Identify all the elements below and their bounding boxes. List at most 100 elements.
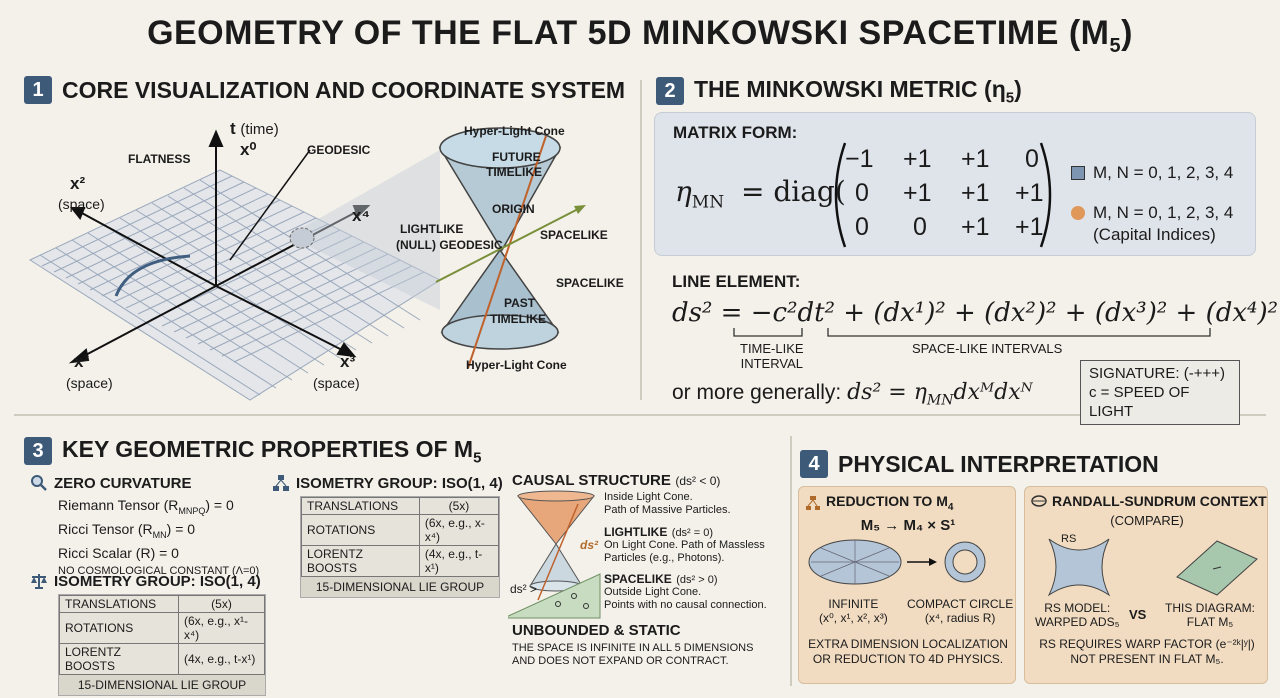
rs-compare: (COMPARE) — [1110, 513, 1184, 528]
matrix-cell: +1 — [961, 213, 990, 241]
tag-icon — [1031, 495, 1047, 507]
table-row: TRANSLATIONS(5x) — [301, 497, 500, 515]
section-number: 3 — [24, 437, 52, 466]
square-icon — [1071, 166, 1085, 180]
infinite-label: INFINITE(x⁰, x¹, x², x³) — [819, 597, 888, 625]
space-bottom-right-label: (space) — [313, 375, 360, 391]
section-number: 2 — [656, 77, 684, 106]
isometry-table-1: TRANSLATIONS(5x) ROTATIONS(6x, e.g., x¹-… — [58, 594, 266, 696]
unbounded-header: UNBOUNDED & STATIC — [512, 622, 681, 639]
page-title: GEOMETRY OF THE FLAT 5D MINKOWSKI SPACET… — [147, 14, 1133, 57]
isometry-header-1: ISOMETRY GROUP: ISO(1, 4) — [30, 572, 261, 590]
space-top-label: (space) — [58, 196, 105, 212]
geodesic-line — [229, 149, 311, 261]
future-label: FUTURE — [492, 150, 541, 164]
isometry-table-2: TRANSLATIONS(5x) ROTATIONS(6x, e.g., x-x… — [300, 496, 500, 598]
compact-label: COMPACT CIRCLE(x⁴, radius R) — [907, 597, 1014, 625]
lightlike-header: LIGHTLIKE (ds² = 0) — [604, 525, 714, 539]
matrix-form-label: MATRIX FORM: — [673, 123, 798, 142]
null-geodesic-label: (NULL) GEODESIC — [396, 238, 503, 252]
matrix-cell: 0 — [855, 213, 869, 241]
legend-dot: M, N = 0, 1, 2, 3, 4 — [1071, 203, 1233, 223]
rs-header: RANDALL-SUNDRUM CONTEXT — [1031, 493, 1267, 509]
section-number: 1 — [24, 76, 52, 104]
timelike-past-label: TIMELIKE — [490, 312, 546, 326]
isometry-header-2: ISOMETRY GROUP: ISO(1, 4) — [272, 474, 503, 492]
rs-footer: RS REQUIRES WARP FACTOR (e⁻²ᵏ|ʸ|)NOT PRE… — [1039, 637, 1255, 666]
this-diagram-label: THIS DIAGRAM:FLAT M₅ — [1165, 601, 1256, 629]
ricci-scalar-line: Ricci Scalar (R) = 0 — [58, 544, 179, 561]
spacelike-intervals-label: SPACE-LIKE INTERVALS — [912, 341, 1063, 356]
curved-path — [114, 254, 191, 297]
matrix-cell: 0 — [855, 179, 869, 207]
table-row: ROTATIONS(6x, e.g., x-x⁴) — [301, 514, 500, 546]
section-title: PHYSICAL INTERPRETATION — [838, 450, 1159, 477]
cone-bottom-label: Hyper-Light Cone — [466, 358, 567, 372]
geodesic-label: GEODESIC — [307, 143, 371, 157]
reduction-card: REDUCTION TO M4 M₅ → M₄ × S¹ INFINITE(x⁰… — [798, 486, 1016, 684]
legend-capital-indices: (Capital Indices) — [1093, 225, 1216, 244]
matrix-values: −1 +1 +1 0 0 +1 +1 +1 0 0 +1 +1 — [845, 145, 1055, 249]
matrix-brackets — [834, 142, 1052, 248]
table-row: LORENTZ BOOSTS(4x, e.g., t-x¹) — [301, 545, 500, 577]
divider-horizontal — [14, 414, 1266, 416]
past-label: PAST — [504, 296, 536, 310]
line-element-equation: ds² = −c²dt² + (dx¹)² + (dx²)² + (dx³)² … — [672, 298, 1279, 328]
section-4-header: 4 PHYSICAL INTERPRETATION — [800, 450, 1159, 478]
x2-top-label: x² — [70, 174, 86, 193]
section-2-header: 2 THE MINKOWSKI METRIC (η5) — [656, 76, 1022, 107]
t-axis-label: t (time) — [230, 119, 279, 138]
causal-cone-icon — [508, 490, 601, 619]
table-row: TRANSLATIONS(5x) — [59, 595, 266, 613]
matrix-cell: +1 — [961, 145, 990, 173]
legend-square: M, N = 0, 1, 2, 3, 4 — [1071, 163, 1233, 183]
ds2-greater-label: ds² > — [510, 582, 538, 596]
matrix-cell: +1 — [1015, 179, 1044, 207]
reduction-header: REDUCTION TO M4 — [805, 493, 953, 513]
rs-label: RS — [1061, 533, 1077, 545]
divider-vertical-top — [640, 80, 642, 400]
ds2-cone-label: ds² — [580, 538, 598, 552]
matrix-cell: +1 — [961, 179, 990, 207]
general-equation: or more generally: ds² = ηMNdxᴹdxᴺ — [672, 380, 1033, 409]
lightlike-label: LIGHTLIKE — [400, 222, 464, 236]
cone-top-label: Hyper-Light Cone — [464, 124, 565, 138]
reduction-diagram — [808, 539, 986, 585]
spacelike-description: Outside Light Cone.Points with no causal… — [604, 586, 767, 611]
matrix-cell: 0 — [1025, 145, 1039, 173]
origin-label: ORIGIN — [492, 202, 535, 216]
space-bottom-left-label: (space) — [66, 375, 113, 391]
rs-diagram — [1047, 538, 1258, 597]
unbounded-description: THE SPACE IS INFINITE IN ALL 5 DIMENSION… — [512, 642, 754, 667]
table-row: LORENTZ BOOSTS(4x, e.g., t-x¹) — [59, 643, 266, 675]
spacelike-header: SPACELIKE (ds² > 0) — [604, 572, 718, 586]
hierarchy-icon — [806, 495, 820, 510]
scales-icon — [31, 574, 47, 589]
section-1-header: 1 CORE VISUALIZATION AND COORDINATE SYST… — [24, 76, 625, 104]
randall-sundrum-card: RANDALL-SUNDRUM CONTEXT (COMPARE) RS RS … — [1024, 486, 1268, 684]
section-title: KEY GEOMETRIC PROPERTIES OF M5 — [62, 436, 482, 467]
x3-label: x³ — [340, 352, 356, 371]
zero-curvature-header: ZERO CURVATURE — [30, 474, 192, 492]
flatness-label: FLATNESS — [128, 152, 191, 166]
line-element-label: LINE ELEMENT: — [672, 272, 801, 291]
vs-label: VS — [1129, 607, 1147, 622]
spacetime-diagram — [28, 127, 586, 401]
section-title: CORE VISUALIZATION AND COORDINATE SYSTEM — [62, 76, 626, 103]
eta-symbol: ηMN — [675, 175, 725, 213]
section-number: 4 — [800, 450, 828, 478]
section-title: THE MINKOWSKI METRIC (η5) — [694, 76, 1022, 107]
table-row: ROTATIONS(6x, e.g., x¹-x⁴) — [59, 612, 266, 644]
matrix-cell: +1 — [903, 145, 932, 173]
timelike-future-label: TIMELIKE — [486, 165, 542, 179]
hyper-light-cone — [435, 127, 586, 369]
lie-group-footer: 15-DIMENSIONAL LIE GROUP — [59, 675, 265, 695]
magnifier-icon — [31, 475, 47, 491]
matrix-panel: MATRIX FORM: ηMN = diag( −1 +1 +1 0 0 +1… — [654, 112, 1256, 256]
divider-vertical-bottom — [790, 436, 792, 686]
reduction-equation: M₅ → M₄ × S¹ — [860, 517, 956, 534]
causal-structure-header: CAUSAL STRUCTURE (ds² < 0) — [512, 472, 721, 489]
spacelike-label-2: SPACELIKE — [556, 276, 624, 290]
